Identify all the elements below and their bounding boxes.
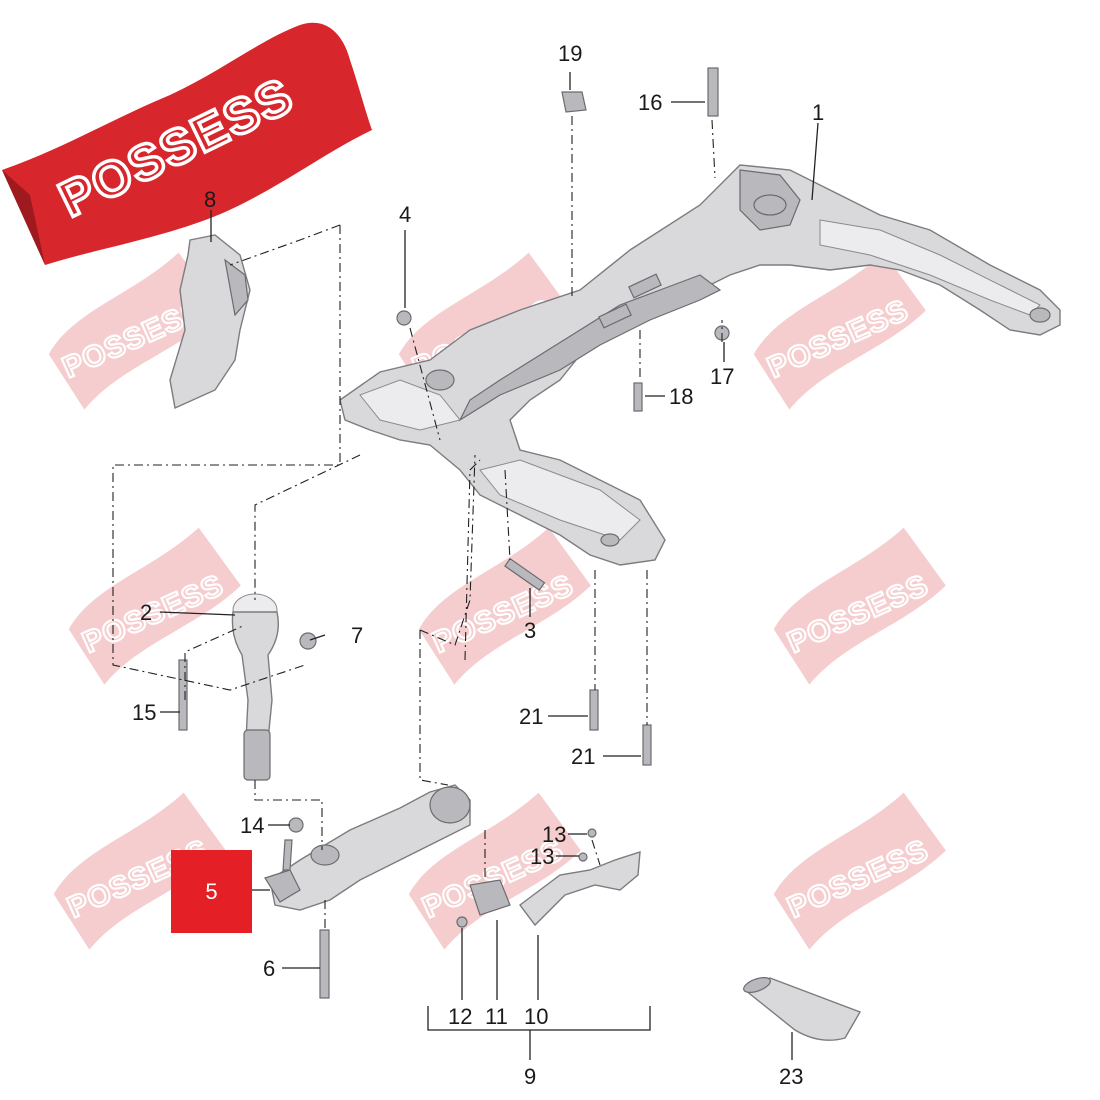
control-arm-part xyxy=(264,784,471,911)
callout-2: 2 xyxy=(140,600,152,625)
screw-13a xyxy=(587,828,597,838)
callout-4: 4 xyxy=(399,202,411,227)
sleeve-part xyxy=(743,977,862,1041)
callout-8: 8 xyxy=(204,187,216,212)
callout-12: 12 xyxy=(448,1004,472,1029)
clip-19 xyxy=(561,91,587,113)
watermark-logo: POSSESS xyxy=(418,527,591,685)
callout-7: 7 xyxy=(351,623,363,648)
watermark-logo: POSSESS xyxy=(773,792,946,950)
callout-13a: 13 xyxy=(542,822,566,847)
callout-15: 15 xyxy=(132,700,156,725)
screw-12 xyxy=(456,916,468,928)
screw-13b xyxy=(578,852,588,862)
watermark-logo: POSSESS xyxy=(68,527,241,685)
callout-6: 6 xyxy=(263,956,275,981)
leader-lines xyxy=(159,72,819,1060)
callout-3: 3 xyxy=(524,618,536,643)
bolt-6 xyxy=(319,929,330,999)
bolt-18 xyxy=(633,382,643,412)
callout-18: 18 xyxy=(669,384,693,409)
bolt-21a xyxy=(589,689,599,731)
callout-9: 9 xyxy=(524,1064,536,1089)
highlighted-part-label: 5 xyxy=(171,850,252,933)
bolt-3 xyxy=(504,557,546,591)
watermark-logo: POSSESS xyxy=(773,527,946,685)
callout-10: 10 xyxy=(524,1004,548,1029)
bolt-21b xyxy=(642,724,652,766)
level-sensor-10 xyxy=(519,851,641,927)
callout-11: 11 xyxy=(485,1004,508,1029)
heat-shield-part xyxy=(169,234,251,410)
callout-19: 19 xyxy=(558,41,582,66)
nut-4 xyxy=(396,310,412,326)
callout-14: 14 xyxy=(240,813,264,838)
callout-13b: 13 xyxy=(530,844,554,869)
callout-1: 1 xyxy=(812,100,824,125)
subframe-part xyxy=(339,164,1061,566)
nut-7 xyxy=(299,632,317,650)
engine-mount-part xyxy=(231,593,280,781)
bracket-11 xyxy=(469,879,511,916)
callout-23: 23 xyxy=(779,1064,803,1089)
callout-21b: 21 xyxy=(571,744,595,769)
callout-21a: 21 xyxy=(519,704,543,729)
brand-banner: POSSESS xyxy=(2,22,372,266)
callout-16: 16 xyxy=(638,90,662,115)
assembly-lines xyxy=(112,116,723,930)
nut-14 xyxy=(288,817,304,833)
highlighted-part-number: 5 xyxy=(205,878,218,904)
callout-17: 17 xyxy=(710,364,734,389)
stud-16 xyxy=(707,67,719,117)
bolt-15 xyxy=(178,659,188,731)
callout-labels: 19 16 1 4 8 17 18 3 7 2 15 21 21 14 13 1… xyxy=(132,41,824,1089)
